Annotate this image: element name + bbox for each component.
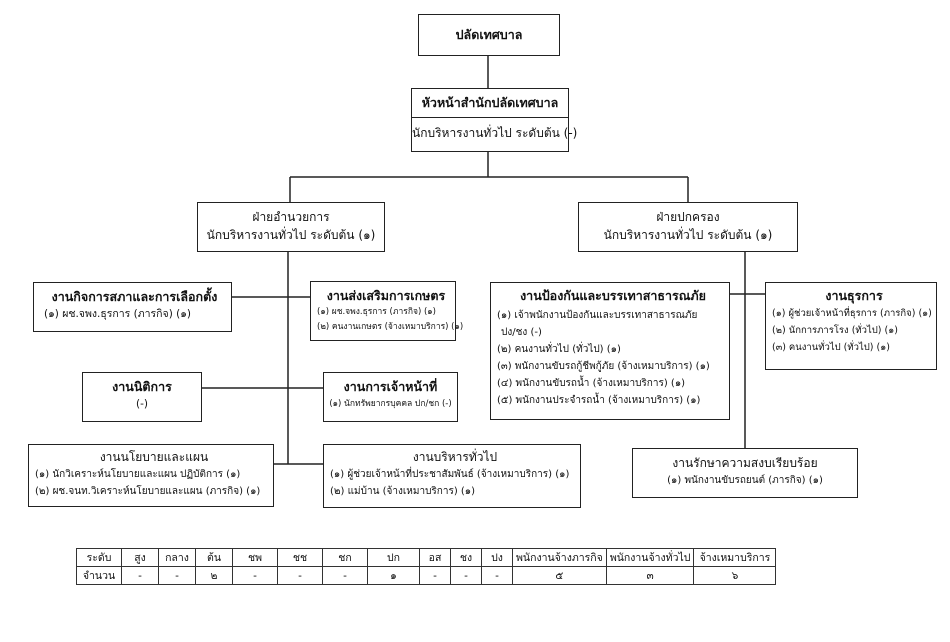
box-line: (๑) นักทรัพยากรบุคคล ปก/ชก (-) <box>329 399 452 409</box>
legal-box: งานนิติการ (-) <box>82 372 202 422</box>
box-line: (๓) พนักงานขับรถกู้ชีพกู้ภัย (จ้างเหมาบร… <box>497 361 710 372</box>
table-cell: - <box>450 566 482 585</box>
box-line: (๑) ผช.จพง.ธุรการ (ภารกิจ) (๑) <box>317 307 436 317</box>
box-title: งานส่งเสริมการเกษตร <box>326 288 446 303</box>
council-election-box: งานกิจการสภาและการเลือกตั้ง (๑) ผช.จพง.ธ… <box>33 282 232 332</box>
table-cell: ปง <box>481 548 513 567</box>
box-title: งานบริหารทั่วไป <box>412 450 498 464</box>
personnel-box: งานการเจ้าหน้าที่ (๑) นักทรัพยากรบุคคล ป… <box>323 372 458 422</box>
box-line: ปง/ชง (-) <box>501 327 542 338</box>
table-cell: - <box>481 566 513 585</box>
box-subtitle: นักบริหารงานทั่วไป ระดับต้น (๑) <box>206 228 376 242</box>
box-line: (๑) นักวิเคราะห์นโยบายและแผน ปฏิบัติการ … <box>35 469 241 480</box>
table-cell: จ้างเหมาบริการ <box>693 548 777 567</box>
box-line: (๒) คนงานทั่วไป (ทั่วไป) (๑) <box>497 344 621 355</box>
box-line: (๑) พนักงานขับรถยนต์ (ภารกิจ) (๑) <box>667 475 823 486</box>
peacekeeping-box: งานรักษาความสงบเรียบร้อย (๑) พนักงานขับร… <box>632 448 858 498</box>
box-line: (๔) พนักงานขับรถน้ำ (จ้างเหมาบริการ) (๑) <box>497 378 686 389</box>
table-cell: พนักงานจ้างภารกิจ <box>512 548 607 567</box>
table-cell: ชง <box>450 548 482 567</box>
table-cell: ๓ <box>605 566 695 585</box>
box-line: (๒) ผช.จนท.วิเคราะห์นโยบายและแผน (ภารกิจ… <box>35 486 261 497</box>
governance-division-box: ฝ่ายปกครอง นักบริหารงานทั่วไป ระดับต้น (… <box>578 202 798 252</box>
table-cell: กลาง <box>158 548 196 567</box>
table-cell: - <box>419 566 451 585</box>
table-cell: - <box>277 566 323 585</box>
table-cell: ๕ <box>512 566 607 585</box>
table-cell: ชก <box>322 548 368 567</box>
table-row: จำนวน - - ๒ - - - ๑ - - - ๕ ๓ ๖ <box>76 566 777 585</box>
disaster-prevention-box: งานป้องกันและบรรเทาสาธารณภัย (๑) เจ้าพนั… <box>490 282 730 420</box>
box-title: ฝ่ายอำนวยการ <box>252 210 330 224</box>
table-cell: - <box>322 566 368 585</box>
table-cell: ๖ <box>693 566 777 585</box>
clerical-box: งานธุรการ (๑) ผู้ช่วยเจ้าหน้าที่ธุรการ (… <box>765 282 937 370</box>
box-line: (๑) ผู้ช่วยเจ้าหน้าที่ธุรการ (ภารกิจ) (๑… <box>772 308 932 319</box>
box-line: (๒) คนงานเกษตร (จ้างเหมาบริการ) (๑) <box>317 322 464 332</box>
table-cell: พนักงานจ้างทั่วไป <box>605 548 695 567</box>
box-title: ฝ่ายปกครอง <box>656 210 720 224</box>
box-title: งานรักษาความสงบเรียบร้อย <box>672 456 818 470</box>
box-line: (-) <box>136 398 148 410</box>
agriculture-box: งานส่งเสริมการเกษตร (๑) ผช.จพง.ธุรการ (ภ… <box>310 281 464 341</box>
box-title: งานนิติการ <box>112 379 172 394</box>
box-title: งานนโยบายและแผน <box>99 450 209 464</box>
box-line: (๒) นักการภารโรง (ทั่วไป) (๑) <box>772 325 898 336</box>
box-title: งานการเจ้าหน้าที่ <box>343 379 438 394</box>
table-cell: อส <box>419 548 451 567</box>
box-line: (๕) พนักงานประจำรถน้ำ (จ้างเหมาบริการ) (… <box>497 395 701 406</box>
box-title: งานกิจการสภาและการเลือกตั้ง <box>51 289 218 304</box>
box-subtitle: นักบริหารงานทั่วไป ระดับต้น (-) <box>412 126 578 140</box>
table-cell: ต้น <box>195 548 233 567</box>
box-line: (๑) ผช.จพง.ธุรการ (ภารกิจ) (๑) <box>44 308 191 320</box>
office-head-box: หัวหน้าสำนักปลัดเทศบาล นักบริหารงานทั่วไ… <box>411 88 578 152</box>
table-cell: ชพ <box>232 548 278 567</box>
box-line: (๓) คนงานทั่วไป (ทั่วไป) (๑) <box>772 342 890 353</box>
table-header-row: ระดับ สูง กลาง ต้น ชพ ชช ชก ปก อส ชง ปง … <box>76 548 777 567</box>
box-line: (๑) ผู้ช่วยเจ้าหน้าที่ประชาสัมพันธ์ (จ้า… <box>330 469 570 480</box>
table-cell: ๒ <box>195 566 233 585</box>
box-title: หัวหน้าสำนักปลัดเทศบาล <box>421 95 559 110</box>
box-line: (๑) เจ้าพนักงานป้องกันและบรรเทาสาธารณภัย <box>497 310 698 321</box>
table-cell: ๑ <box>367 566 420 585</box>
table-cell: ปก <box>367 548 420 567</box>
general-admin-box: งานบริหารทั่วไป (๑) ผู้ช่วยเจ้าหน้าที่ปร… <box>323 444 581 508</box>
box-title: งานป้องกันและบรรเทาสาธารณภัย <box>520 288 706 303</box>
box-title: ปลัดเทศบาล <box>455 27 523 42</box>
admin-division-box: ฝ่ายอำนวยการ นักบริหารงานทั่วไป ระดับต้น… <box>197 202 385 252</box>
staff-level-table: ระดับ สูง กลาง ต้น ชพ ชช ชก ปก อส ชง ปง … <box>76 548 777 585</box>
table-cell: ชช <box>277 548 323 567</box>
table-cell: สูง <box>121 548 159 567</box>
policy-planning-box: งานนโยบายและแผน (๑) นักวิเคราะห์นโยบายแล… <box>28 444 274 507</box>
table-cell: - <box>232 566 278 585</box>
box-subtitle: นักบริหารงานทั่วไป ระดับต้น (๑) <box>603 228 773 242</box>
table-cell: - <box>158 566 196 585</box>
mayor-deputy-box: ปลัดเทศบาล <box>418 14 560 56</box>
table-cell: - <box>121 566 159 585</box>
box-title: งานธุรการ <box>825 288 883 303</box>
table-cell: จำนวน <box>76 566 122 585</box>
table-cell: ระดับ <box>76 548 122 567</box>
box-line: (๒) แม่บ้าน (จ้างเหมาบริการ) (๑) <box>330 486 476 497</box>
